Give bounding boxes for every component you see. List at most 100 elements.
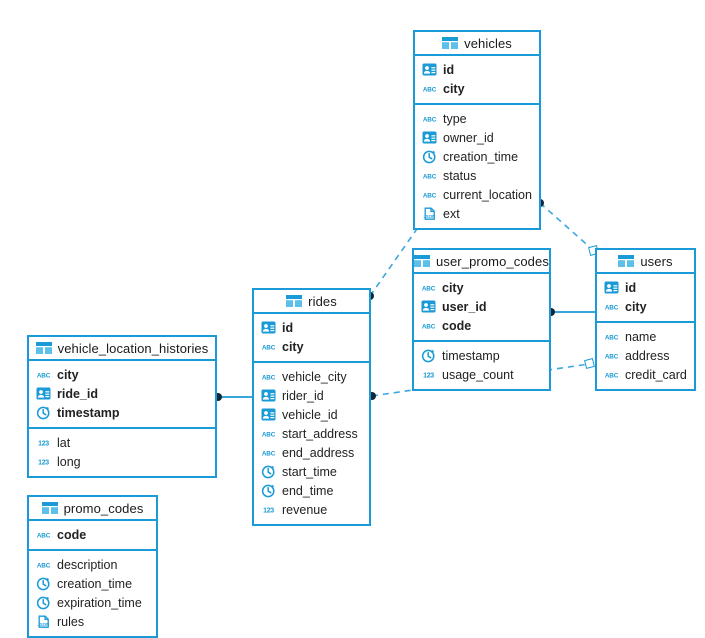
column-row[interactable]: id bbox=[254, 318, 369, 337]
columns-section: timestamp 123 usage_count bbox=[414, 340, 549, 389]
column-name: city bbox=[625, 299, 647, 314]
abc-string-icon: ABC bbox=[36, 527, 51, 542]
abc-string-icon: ABC bbox=[604, 367, 619, 382]
column-row[interactable]: creation_time bbox=[29, 574, 156, 593]
svg-text:ABC: ABC bbox=[605, 372, 619, 379]
table-title: rides bbox=[308, 293, 337, 309]
svg-text:JSON: JSON bbox=[38, 622, 50, 627]
edge-endpoint-dot-rides-users bbox=[368, 392, 376, 400]
column-row[interactable]: 123 usage_count bbox=[414, 365, 549, 384]
abc-string-icon: ABC bbox=[422, 81, 437, 96]
svg-text:ABC: ABC bbox=[37, 562, 51, 569]
svg-text:ABC: ABC bbox=[423, 192, 437, 199]
column-name: city bbox=[282, 339, 304, 354]
clock-icon bbox=[36, 595, 51, 610]
column-row[interactable]: expiration_time bbox=[29, 593, 156, 612]
column-row[interactable]: id bbox=[597, 278, 694, 297]
column-row[interactable]: ABC current_location bbox=[415, 185, 539, 204]
column-name: ext bbox=[443, 206, 460, 221]
column-row[interactable]: ABC city bbox=[597, 297, 694, 316]
column-row[interactable]: JSON rules bbox=[29, 612, 156, 631]
column-row[interactable]: timestamp bbox=[29, 403, 215, 422]
column-row[interactable]: creation_time bbox=[415, 147, 539, 166]
table-vehicle-location-histories[interactable]: vehicle_location_histories ABC city ride… bbox=[27, 335, 217, 478]
table-header-rides: rides bbox=[254, 290, 369, 314]
column-row[interactable]: vehicle_id bbox=[254, 405, 369, 424]
column-name: description bbox=[57, 557, 118, 572]
column-row[interactable]: JSON ext bbox=[415, 204, 539, 223]
column-row[interactable]: 123 lat bbox=[29, 433, 215, 452]
column-row[interactable]: user_id bbox=[414, 297, 549, 316]
columns-section: ABC description creation_time expirat bbox=[29, 549, 156, 636]
column-row[interactable]: ride_id bbox=[29, 384, 215, 403]
123-number-icon: 123 bbox=[421, 367, 436, 382]
column-name: expiration_time bbox=[57, 595, 142, 610]
table-title: user_promo_codes bbox=[436, 253, 549, 269]
column-row[interactable]: end_time bbox=[254, 481, 369, 500]
column-row[interactable]: ABC city bbox=[254, 337, 369, 356]
id-card-icon bbox=[421, 299, 436, 314]
id-card-icon bbox=[422, 62, 437, 77]
svg-text:ABC: ABC bbox=[605, 353, 619, 360]
table-grid-icon bbox=[442, 37, 459, 49]
column-row[interactable]: ABC type bbox=[415, 109, 539, 128]
column-name: user_id bbox=[442, 299, 487, 314]
column-row[interactable]: ABC code bbox=[29, 525, 156, 544]
column-row[interactable]: ABC city bbox=[415, 79, 539, 98]
column-name: creation_time bbox=[57, 576, 133, 591]
table-vehicles[interactable]: vehicles id ABC city bbox=[413, 30, 541, 230]
table-header-promo-codes: promo_codes bbox=[29, 497, 156, 521]
table-promo-codes[interactable]: promo_codes ABC code ABC description bbox=[27, 495, 158, 638]
column-row[interactable]: ABC code bbox=[414, 316, 549, 335]
column-name: vehicle_id bbox=[282, 407, 338, 422]
column-row[interactable]: 123 revenue bbox=[254, 500, 369, 519]
clock-icon bbox=[421, 348, 436, 363]
edge-endpoint-square-users-left bbox=[584, 358, 595, 369]
table-grid-icon bbox=[286, 295, 303, 307]
abc-string-icon: ABC bbox=[604, 329, 619, 344]
column-name: usage_count bbox=[442, 367, 514, 382]
primary-key-section: ABC code bbox=[29, 521, 156, 549]
column-row[interactable]: owner_id bbox=[415, 128, 539, 147]
clock-icon bbox=[261, 464, 276, 479]
column-name: owner_id bbox=[443, 130, 494, 145]
column-name: id bbox=[282, 320, 294, 335]
table-users[interactable]: users id ABC city AB bbox=[595, 248, 696, 391]
edge-endpoint-dot-userpromocodes-users bbox=[547, 308, 555, 316]
abc-string-icon: ABC bbox=[421, 280, 436, 295]
column-name: credit_card bbox=[625, 367, 687, 382]
table-header-user-promo-codes: user_promo_codes bbox=[414, 250, 549, 274]
column-row[interactable]: ABC city bbox=[414, 278, 549, 297]
columns-section: ABC name ABC address ABC credit_card bbox=[597, 321, 694, 389]
column-row[interactable]: ABC address bbox=[597, 346, 694, 365]
table-user-promo-codes[interactable]: user_promo_codes ABC city user_id bbox=[412, 248, 551, 391]
column-row[interactable]: ABC status bbox=[415, 166, 539, 185]
column-row[interactable]: ABC description bbox=[29, 555, 156, 574]
column-row[interactable]: ABC end_address bbox=[254, 443, 369, 462]
column-row[interactable]: ABC name bbox=[597, 327, 694, 346]
column-row[interactable]: 123 long bbox=[29, 452, 215, 471]
svg-text:ABC: ABC bbox=[605, 304, 619, 311]
columns-section: ABC vehicle_city rider_id bbox=[254, 361, 369, 524]
column-name: timestamp bbox=[442, 348, 500, 363]
abc-string-icon: ABC bbox=[604, 299, 619, 314]
column-name: code bbox=[442, 318, 472, 333]
table-rides[interactable]: rides id ABC city AB bbox=[252, 288, 371, 526]
column-row[interactable]: ABC credit_card bbox=[597, 365, 694, 384]
abc-string-icon: ABC bbox=[421, 318, 436, 333]
column-name: city bbox=[57, 367, 79, 382]
primary-key-section: id ABC city bbox=[597, 274, 694, 321]
column-row[interactable]: ABC city bbox=[29, 365, 215, 384]
svg-text:123: 123 bbox=[423, 373, 434, 380]
column-row[interactable]: timestamp bbox=[414, 346, 549, 365]
abc-string-icon: ABC bbox=[261, 445, 276, 460]
id-card-icon bbox=[261, 388, 276, 403]
column-row[interactable]: ABC start_address bbox=[254, 424, 369, 443]
column-row[interactable]: id bbox=[415, 60, 539, 79]
column-row[interactable]: start_time bbox=[254, 462, 369, 481]
column-row[interactable]: ABC vehicle_city bbox=[254, 367, 369, 386]
column-row[interactable]: rider_id bbox=[254, 386, 369, 405]
column-name: status bbox=[443, 168, 477, 183]
column-name: current_location bbox=[443, 187, 532, 202]
column-name: ride_id bbox=[57, 386, 98, 401]
